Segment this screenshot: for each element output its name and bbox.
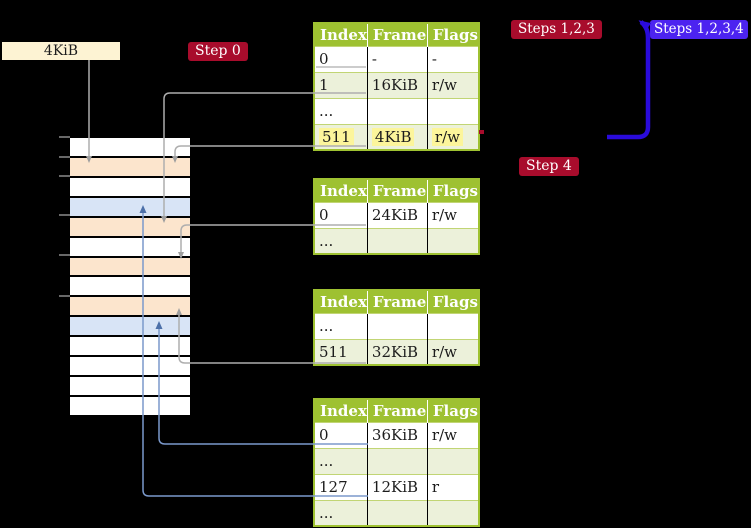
table-cell: r/w (426, 201, 479, 228)
memory-frame-row-orange (70, 297, 190, 318)
table-cell: 4KiB (366, 123, 428, 150)
column-header: Frame (366, 179, 428, 202)
steps-1234-badge: Steps 1,2,3,4 (650, 20, 748, 39)
table-row: ... (314, 499, 479, 526)
memory-frame-row-orange (70, 217, 190, 238)
memory-column (70, 138, 190, 415)
table-cell (366, 312, 428, 339)
table-cell (366, 499, 428, 526)
table-cell: r (426, 473, 479, 500)
table-cell (426, 499, 479, 526)
table-cell: - (366, 45, 428, 72)
table-row: ... (314, 97, 479, 124)
column-header: Frame (366, 399, 428, 422)
column-header: Index (314, 399, 368, 422)
table-cell: ... (314, 447, 368, 474)
table-cell: 16KiB (366, 71, 428, 98)
column-header: Flags (426, 290, 479, 313)
table-cell: 0 (314, 201, 368, 228)
table-cell: ... (314, 227, 368, 254)
table-cell: r/w (426, 71, 479, 98)
step0-badge: Step 0 (188, 42, 248, 61)
step4-badge: Step 4 (519, 157, 579, 176)
memory-frame-row-orange (70, 157, 190, 178)
memory-frame-row-white (70, 357, 190, 378)
table-cell: ... (314, 499, 368, 526)
memory-frame-row-orange (70, 257, 190, 278)
highlighted-value: r/w (431, 127, 463, 146)
table-cell: 127 (314, 473, 368, 500)
arrow-loop-steps-1234 (607, 20, 652, 140)
memory-frame-row-white (70, 377, 190, 397)
table-cell: 12KiB (366, 473, 428, 500)
memory-address-ticks (59, 136, 70, 297)
table-cell: 24KiB (366, 201, 428, 228)
table-cell: - (426, 45, 479, 72)
highlighted-value: 511 (319, 127, 354, 146)
table-cell: 511 (314, 123, 368, 150)
memory-frame-row-white (70, 277, 190, 298)
column-header: Flags (426, 23, 479, 46)
table-cell: 32KiB (366, 338, 428, 365)
table-row: ... (314, 312, 479, 339)
table-cell: 511 (314, 338, 368, 365)
column-header: Frame (366, 290, 428, 313)
memory-frame-row-white (70, 237, 190, 258)
table-cell: 0 (314, 45, 368, 72)
steps-123-badge: Steps 1,2,3 (511, 20, 602, 39)
column-header: Index (314, 23, 368, 46)
table-cell: 36KiB (366, 421, 428, 448)
table-cell: ... (314, 97, 368, 124)
column-header: Flags (426, 399, 479, 422)
table-cell (366, 97, 428, 124)
column-header: Index (314, 179, 368, 202)
table-cell (426, 97, 479, 124)
column-header: Index (314, 290, 368, 313)
table-cell: 0 (314, 421, 368, 448)
red-arrow-tip (479, 130, 484, 134)
memory-frame-row-white (70, 337, 190, 358)
column-header: Flags (426, 179, 479, 202)
table-cell: r/w (426, 421, 479, 448)
memory-frame-row-blue (70, 317, 190, 338)
memory-frame-row-white (70, 396, 190, 415)
column-header: Frame (366, 23, 428, 46)
table-row: 511 4KiB r/w (314, 123, 479, 150)
page-size-box: 4KiB (2, 42, 120, 60)
table-cell (426, 227, 479, 254)
table-row: ... (314, 447, 479, 474)
table-cell (426, 447, 479, 474)
table-row: ... (314, 227, 479, 254)
memory-frame-row-white (70, 177, 190, 198)
memory-frame-row-blue (70, 197, 190, 218)
table-cell: ... (314, 312, 368, 339)
table-cell (366, 447, 428, 474)
memory-frame-row-white (70, 138, 190, 158)
table-cell (426, 312, 479, 339)
table-cell (366, 227, 428, 254)
highlighted-value: 4KiB (371, 127, 415, 146)
table-row: 0-- (314, 45, 479, 72)
table-cell: 1 (314, 71, 368, 98)
table-cell: r/w (426, 123, 479, 150)
table-cell: r/w (426, 338, 479, 365)
